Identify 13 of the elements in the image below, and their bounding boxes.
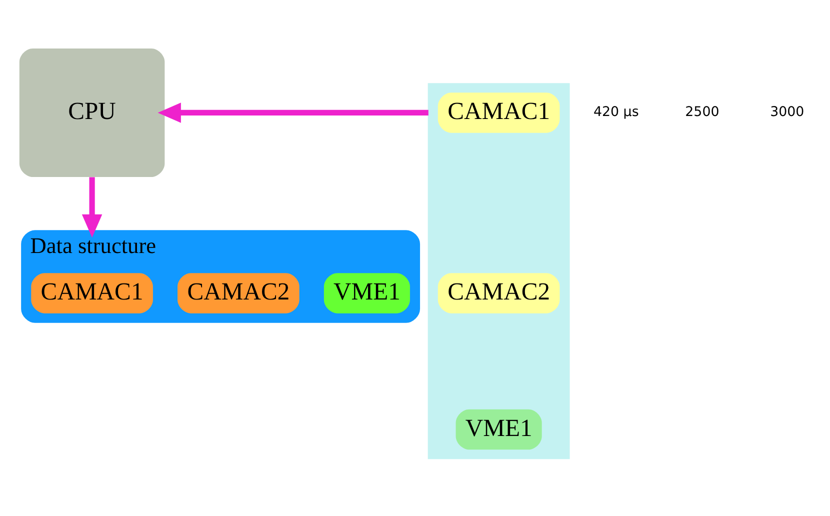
label: 420 μs	[593, 105, 639, 120]
node-box: CAMAC1	[31, 273, 153, 314]
node-box: CAMAC2	[178, 273, 300, 314]
node-box: VME1	[456, 409, 542, 450]
arrow	[82, 177, 102, 238]
node-box: VME1	[324, 273, 410, 314]
cluster	[428, 83, 570, 460]
node-box: CAMAC1	[438, 92, 560, 133]
node-box: CAMAC2	[438, 273, 560, 314]
arrow	[158, 102, 428, 123]
label: 3000	[770, 105, 804, 120]
node-box: CPU	[19, 48, 165, 177]
label: 2500	[685, 105, 720, 120]
